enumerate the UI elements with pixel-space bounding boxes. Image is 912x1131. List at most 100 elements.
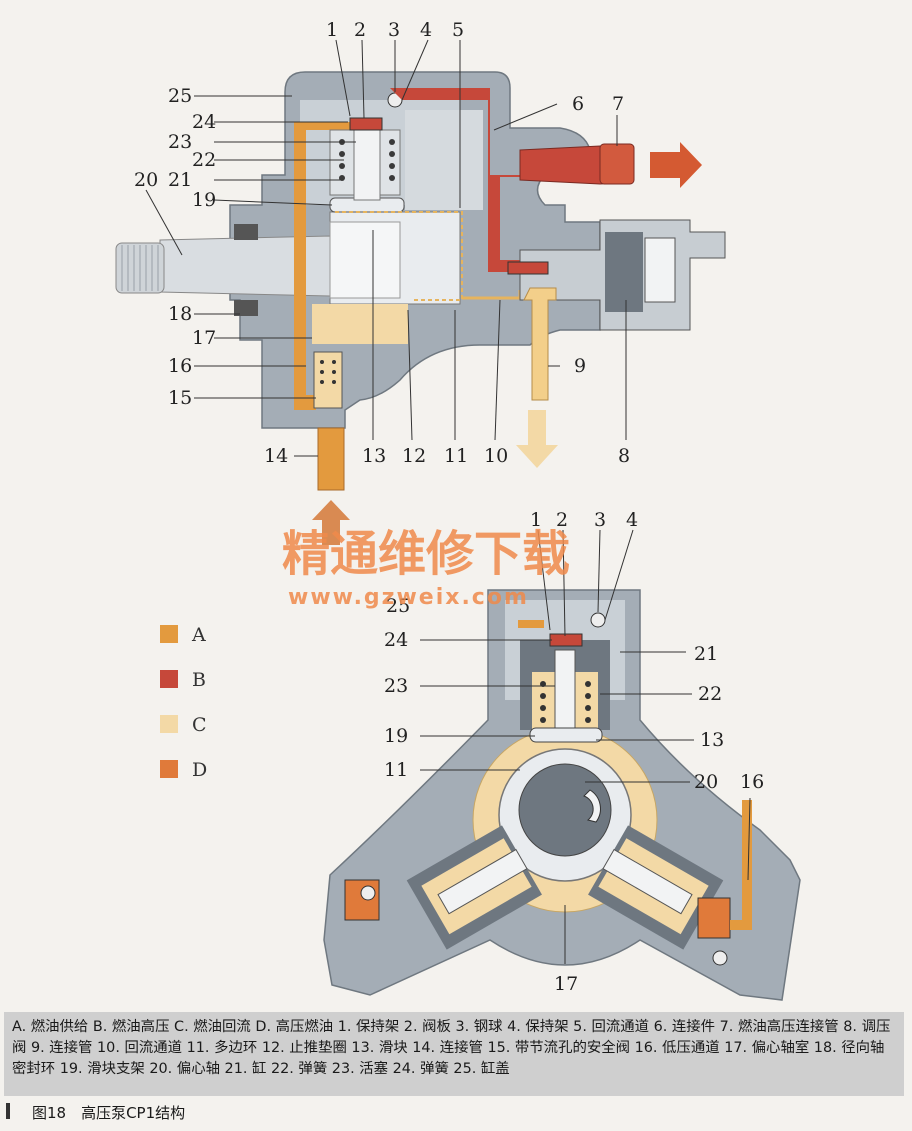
top-label-5: 5 — [452, 19, 464, 41]
outflow-arrow — [650, 142, 702, 188]
cyl-right — [588, 825, 724, 950]
legend-letter-d: D — [192, 759, 207, 781]
top-label-10: 10 — [484, 445, 508, 467]
bottom-label-19: 19 — [384, 725, 408, 747]
bottom-label-22: 22 — [698, 683, 722, 705]
top-leader-lines — [145, 39, 627, 457]
top-label-3: 3 — [388, 19, 400, 41]
color-legend: A B C D — [160, 624, 207, 781]
supply-top-bar — [518, 620, 544, 628]
watermark-url: www.gzweix.com — [288, 585, 529, 610]
return-cavity — [405, 110, 483, 210]
knurl-lines — [121, 245, 159, 291]
top-label-20: 20 — [134, 169, 158, 191]
top-label-24: 24 — [192, 111, 216, 133]
regulator-valve-seat — [507, 261, 549, 275]
top-label-21: 21 — [168, 169, 192, 191]
low-pressure-channel-right — [730, 800, 752, 930]
bottom-label-21: 21 — [694, 643, 718, 665]
bottom-label-11: 11 — [384, 759, 408, 781]
legend-swatch-c — [160, 715, 178, 733]
bottom-label-25: 25 — [386, 595, 410, 617]
hp-connector-pipe — [519, 145, 611, 185]
return-connector-pipe — [523, 287, 557, 401]
figure-title: 图18 高压泵CP1结构 — [0, 1100, 912, 1124]
regulator-armature — [644, 237, 676, 303]
top-label-2: 2 — [354, 19, 366, 41]
bottom-label-16: 16 — [740, 771, 764, 793]
bottom-number-labels: 1 2 3 4 25 24 21 23 22 19 13 11 20 16 17 — [384, 509, 764, 995]
inlet-connector-pipe — [317, 427, 345, 491]
top-label-23: 23 — [168, 131, 192, 153]
title-bar-mark — [6, 1103, 10, 1119]
legend-letter-a: A — [191, 624, 206, 646]
top-label-19: 19 — [192, 189, 216, 211]
top-label-18: 18 — [168, 303, 192, 325]
cross-section-view — [323, 589, 801, 1001]
ball-top — [590, 612, 606, 628]
slide-shoe-top — [529, 727, 603, 743]
top-label-8: 8 — [618, 445, 630, 467]
ball-right — [712, 950, 728, 966]
legend-swatch-d — [160, 760, 178, 778]
bottom-leader-lines — [420, 529, 751, 964]
legend-letter-b: B — [192, 669, 206, 691]
eccentric-chamber — [312, 304, 408, 344]
bottom-label-2: 2 — [556, 509, 568, 531]
eccentric-shaft — [518, 763, 612, 857]
top-label-9: 9 — [574, 355, 586, 377]
shaft-seal-ring-top — [234, 224, 258, 240]
top-label-6: 6 — [572, 93, 584, 115]
caption-text: A. 燃油供给 B. 燃油高压 C. 燃油回流 D. 高压燃油 1. 保持架 2… — [12, 1019, 891, 1077]
bottom-label-3: 3 — [594, 509, 606, 531]
legend-swatch-b — [160, 670, 178, 688]
top-label-16: 16 — [168, 355, 192, 377]
cyl-left — [406, 825, 542, 950]
spring-top — [540, 681, 591, 723]
top-label-12: 12 — [402, 445, 426, 467]
legend-letter-c: C — [192, 714, 207, 736]
bottom-label-23: 23 — [384, 675, 408, 697]
regulator-coil — [605, 232, 643, 312]
legend-swatch-a — [160, 625, 178, 643]
figure-caption: A. 燃油供给 B. 燃油高压 C. 燃油回流 D. 高压燃油 1. 保持架 2… — [4, 1012, 904, 1096]
piston — [353, 129, 381, 201]
supply-channel — [294, 130, 316, 410]
top-label-7: 7 — [612, 93, 624, 115]
valve-right — [697, 897, 731, 939]
bottom-label-20: 20 — [694, 771, 718, 793]
top-number-labels: 1 2 3 4 5 6 7 25 24 23 22 21 20 19 18 17… — [134, 19, 630, 467]
top-label-1: 1 — [326, 19, 338, 41]
piston-top — [554, 649, 576, 731]
ball-left — [360, 885, 376, 901]
bottom-label-17: 17 — [554, 973, 578, 995]
side-section-view — [115, 71, 726, 545]
watermark: 精通维修下载 www.gzweix.com — [282, 526, 570, 610]
spring-coils — [339, 139, 395, 181]
top-label-11: 11 — [444, 445, 468, 467]
bottom-label-13: 13 — [700, 729, 724, 751]
top-label-17: 17 — [192, 327, 216, 349]
eccentric-core — [329, 221, 401, 299]
top-label-15: 15 — [168, 387, 192, 409]
top-label-14: 14 — [264, 445, 288, 467]
safety-valve — [313, 351, 343, 409]
supply-top-passage — [294, 122, 354, 130]
safety-valve-spring — [320, 360, 336, 384]
bottom-label-1: 1 — [530, 509, 542, 531]
top-label-4: 4 — [420, 19, 432, 41]
hp-connector-nut — [599, 143, 635, 185]
watermark-title: 精通维修下载 — [282, 526, 570, 582]
bottom-label-24: 24 — [384, 629, 408, 651]
shaft-key-mark — [583, 789, 601, 823]
return-arrow — [516, 410, 558, 468]
bottom-label-4: 4 — [626, 509, 638, 531]
inflow-arrow — [312, 500, 350, 545]
figure-title-text: 图18 高压泵CP1结构 — [32, 1104, 186, 1122]
top-label-25: 25 — [168, 85, 192, 107]
valve-plate — [349, 117, 383, 131]
high-pressure-line — [390, 88, 590, 272]
top-label-22: 22 — [192, 149, 216, 171]
return-channel-dashed — [335, 211, 463, 301]
